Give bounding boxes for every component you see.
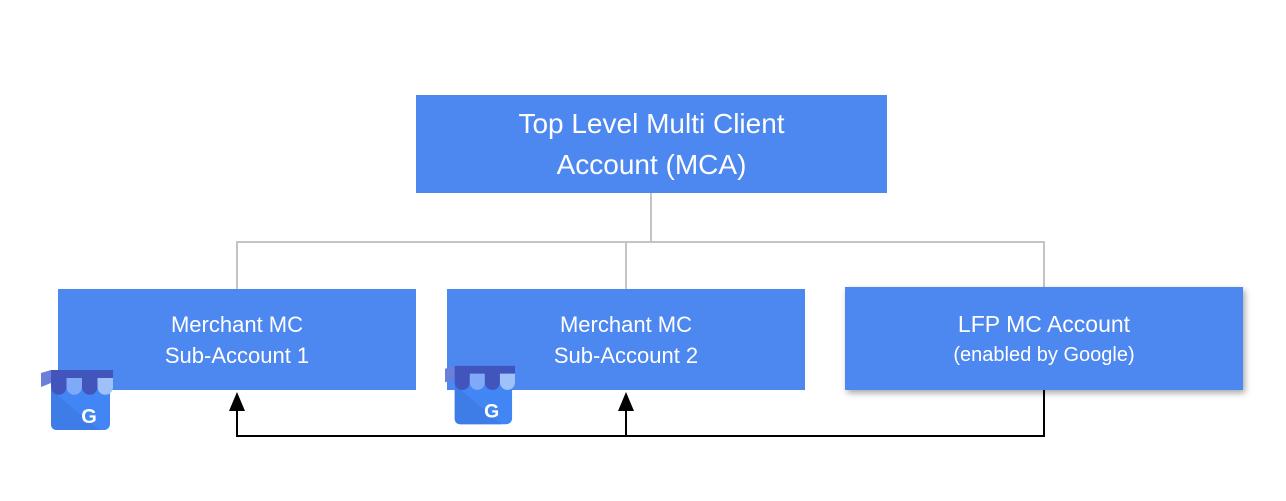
flow-arrow-stem (236, 408, 238, 437)
node-label-line1: Merchant MC (559, 311, 693, 337)
tree-connector-drop-sub2 (625, 241, 627, 289)
node-top-level-mca: Top Level Multi Client Account (MCA) (416, 95, 887, 193)
arrow-up-icon (229, 392, 245, 411)
tree-connector-stem (650, 193, 652, 242)
gmb-letter: G (81, 406, 97, 428)
flow-arrow-stem (625, 408, 627, 437)
node-merchant-sub-account-1: Merchant MC Sub-Account 1 (58, 289, 416, 390)
flow-connector-crossbar (236, 435, 1045, 437)
flow-connector-lfp-drop (1043, 390, 1045, 437)
node-lfp-mc-account: LFP MC Account (enabled by Google) (845, 287, 1243, 390)
tree-connector-drop-lfp (1043, 241, 1045, 287)
node-label-line2: Sub-Account 2 (553, 342, 699, 368)
gmb-letter: G (484, 400, 499, 422)
tree-connector-crossbar (236, 241, 1045, 243)
node-label-line2: Account (MCA) (556, 149, 747, 180)
node-label-line1: Merchant MC (170, 311, 304, 337)
node-label-line1: Top Level Multi Client (518, 108, 785, 139)
tree-connector-drop-sub1 (236, 241, 238, 289)
node-label-line2: (enabled by Google) (953, 344, 1135, 366)
google-my-business-icon: G (445, 365, 515, 425)
google-my-business-icon: G (41, 370, 113, 430)
node-label-line1: LFP MC Account (957, 311, 1131, 337)
arrow-up-icon (618, 392, 634, 411)
node-label-line2: Sub-Account 1 (164, 342, 310, 368)
